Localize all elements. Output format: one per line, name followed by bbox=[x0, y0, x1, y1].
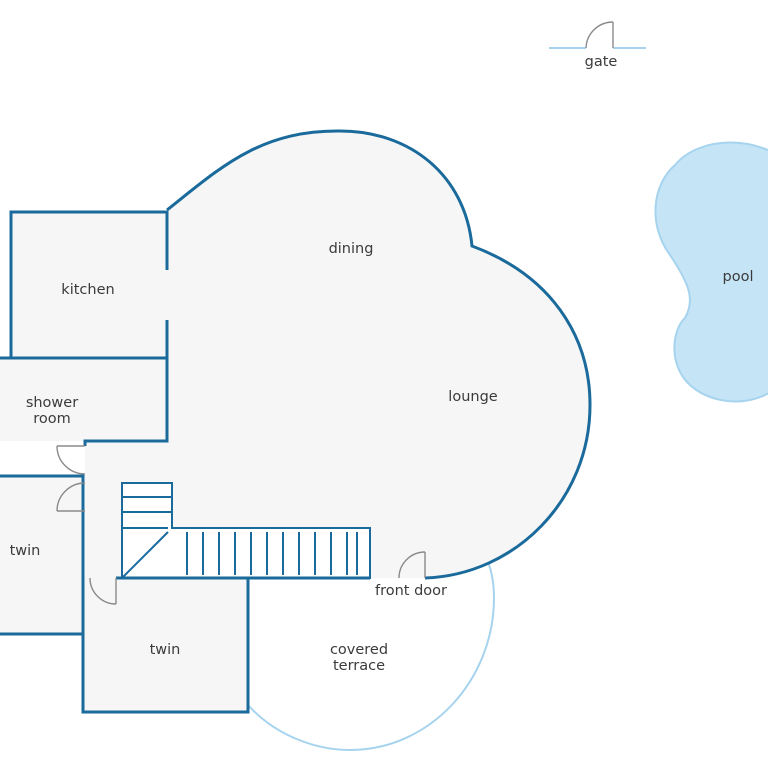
twin-bottom-door bbox=[89, 577, 117, 605]
twin-bedroom-left bbox=[0, 476, 83, 634]
shower-room bbox=[0, 358, 167, 441]
dining-lounge-wall bbox=[166, 129, 592, 580]
dining-lounge-area bbox=[85, 130, 590, 578]
covered-terrace-label: covered bbox=[330, 642, 388, 658]
kitchen-label: kitchen bbox=[61, 282, 114, 298]
twin-left-label: twin bbox=[10, 543, 41, 559]
staircase bbox=[121, 482, 371, 579]
shower-room-wall bbox=[0, 356, 169, 446]
dining-label: dining bbox=[329, 241, 374, 257]
pool-label: pool bbox=[723, 269, 754, 285]
covered-terrace bbox=[247, 554, 496, 752]
twin-left-wall bbox=[0, 474, 85, 636]
twin-bottom-label: twin bbox=[150, 642, 181, 658]
door-swing-arc bbox=[56, 482, 86, 512]
shower-room-door bbox=[56, 445, 86, 475]
stair-diagonal bbox=[121, 531, 169, 579]
covered-terrace-label: terrace bbox=[333, 658, 385, 674]
kitchen bbox=[11, 212, 167, 358]
gate-swing-arc bbox=[585, 21, 614, 49]
shower-room-label: room bbox=[33, 411, 71, 427]
door-swing-arc bbox=[89, 577, 117, 605]
lounge-label: lounge bbox=[448, 389, 497, 405]
shower-room-label: shower bbox=[26, 395, 78, 411]
door-swing-arc bbox=[56, 445, 86, 475]
pool bbox=[654, 141, 768, 403]
door-swing-arc bbox=[398, 551, 426, 579]
front-door bbox=[398, 551, 426, 579]
gate-label: gate bbox=[585, 54, 618, 70]
twin-bottom-wall bbox=[81, 578, 250, 714]
front-door-label: front door bbox=[375, 583, 447, 599]
gate bbox=[549, 21, 646, 49]
kitchen-wall bbox=[9, 210, 169, 360]
twin-left-door bbox=[56, 482, 86, 512]
twin-bedroom-bottom bbox=[83, 578, 248, 712]
